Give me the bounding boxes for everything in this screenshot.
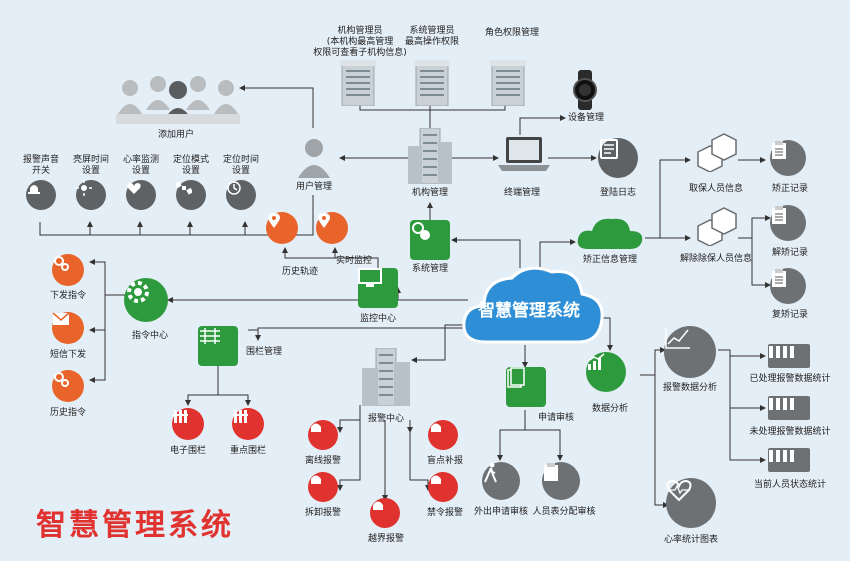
key-fence-label: 重点围栏 bbox=[229, 446, 267, 456]
release-info-label: 解除除保人员信息 bbox=[679, 254, 753, 264]
clock-icon bbox=[226, 180, 256, 210]
alarm-building-icon bbox=[362, 348, 410, 406]
cross-label: 越界报警 bbox=[367, 534, 405, 544]
line-chart-icon bbox=[664, 326, 716, 378]
login-log-label: 登陆日志 bbox=[599, 188, 637, 198]
sun-icon bbox=[76, 180, 106, 210]
stats-bars-icon bbox=[768, 396, 810, 420]
unhandled-label: 未处理报警数据统计 bbox=[749, 427, 831, 437]
heart-chart-label: 心率统计图表 bbox=[663, 535, 719, 545]
siren-icon bbox=[428, 420, 458, 450]
heart-icon bbox=[126, 180, 156, 210]
setting-alarm-label: 报警声音开关 bbox=[22, 155, 60, 176]
sys-admin-label: 系统管理员最高操作权限 bbox=[404, 26, 460, 47]
setting-location-mode-label: 定位模式设置 bbox=[172, 155, 210, 176]
stats-bars-icon bbox=[768, 344, 810, 368]
fence-icon bbox=[198, 326, 238, 366]
siren-icon bbox=[370, 498, 400, 528]
correct-record-label: 矫正记录 bbox=[771, 184, 809, 194]
realtime-label: 实时监控 bbox=[335, 256, 373, 266]
log-icon bbox=[598, 138, 638, 178]
dismantle-label: 拆卸报警 bbox=[304, 508, 342, 518]
setting-location-time-label: 定位时间设置 bbox=[222, 155, 260, 176]
clipboard-icon bbox=[770, 140, 806, 176]
green-cloud-icon bbox=[576, 215, 644, 251]
user-mgmt-label: 用户管理 bbox=[295, 182, 333, 192]
building-icon bbox=[490, 58, 526, 106]
map-pin-icon bbox=[316, 212, 348, 244]
get-info-label: 取保人员信息 bbox=[688, 184, 744, 194]
heart-icon bbox=[666, 478, 716, 528]
forbid-label: 禁令报警 bbox=[426, 508, 464, 518]
walking-icon bbox=[482, 462, 520, 500]
monitor-label: 监控中心 bbox=[359, 314, 397, 324]
map-pin-icon bbox=[266, 212, 298, 244]
alarm-center-label: 报警中心 bbox=[367, 414, 405, 424]
current-label: 当前人员状态统计 bbox=[753, 480, 827, 490]
user-group-icon bbox=[116, 74, 240, 124]
clipboard-icon bbox=[542, 462, 580, 500]
stats-bars-icon bbox=[768, 448, 810, 472]
e-fence-label: 电子围栏 bbox=[169, 446, 207, 456]
blind-label: 盲点补报 bbox=[426, 456, 464, 466]
send-cmd-label: 下发指令 bbox=[49, 291, 87, 301]
correction-label: 矫正信息管理 bbox=[582, 255, 638, 265]
setting-screen-label: 亮屏时间设置 bbox=[72, 155, 110, 176]
alarm-analysis-label: 报警数据分析 bbox=[662, 383, 718, 393]
building-icon bbox=[340, 58, 376, 106]
clipboard-icon bbox=[770, 205, 806, 241]
setting-heart-label: 心率监测设置 bbox=[122, 155, 160, 176]
watch-icon bbox=[570, 70, 600, 110]
device-label: 设备管理 bbox=[567, 113, 605, 123]
recorrect-record-label: 复矫记录 bbox=[771, 310, 809, 320]
go-out-label: 外出申请审核 bbox=[473, 507, 529, 517]
alarm-icon bbox=[26, 180, 56, 210]
document-icon bbox=[506, 367, 546, 407]
sms-label: 短信下发 bbox=[49, 350, 87, 360]
gear-icon bbox=[124, 278, 168, 322]
fence-mgmt-label: 围栏管理 bbox=[245, 347, 283, 357]
building-icon bbox=[414, 58, 450, 106]
staff-table-label: 人员表分配审核 bbox=[532, 507, 596, 517]
center-cloud bbox=[460, 262, 606, 348]
apply-label: 申请审核 bbox=[537, 413, 575, 423]
role-label: 角色权限管理 bbox=[484, 28, 540, 38]
history-cmd-label: 历史指令 bbox=[49, 408, 87, 418]
cubes-icon bbox=[694, 132, 738, 172]
release-record-label: 解矫记录 bbox=[771, 248, 809, 258]
sys-mgmt-label: 系统管理 bbox=[411, 264, 449, 274]
envelope-icon bbox=[52, 312, 84, 344]
siren-icon bbox=[428, 472, 458, 502]
cubes-icon bbox=[694, 206, 738, 246]
terminal-mgmt-label: 终端管理 bbox=[503, 188, 541, 198]
data-analysis-label: 数据分析 bbox=[591, 404, 629, 414]
offline-label: 离线报警 bbox=[304, 456, 342, 466]
handled-label: 已处理报警数据统计 bbox=[749, 374, 831, 384]
bar-chart-icon bbox=[586, 352, 626, 392]
satellite-icon bbox=[176, 180, 206, 210]
siren-icon bbox=[308, 420, 338, 450]
org-admin-label: 机构管理员(本机构最高管理权限可查看子机构信息) bbox=[313, 26, 407, 58]
fence-gate-icon bbox=[172, 408, 204, 440]
gears-icon bbox=[52, 254, 84, 286]
page-title: 智慧管理系统 bbox=[36, 508, 234, 543]
cmd-center-label: 指令中心 bbox=[131, 331, 169, 341]
person-icon bbox=[296, 138, 332, 178]
history-track-label: 历史轨迹 bbox=[281, 267, 319, 277]
fence-gate-icon bbox=[232, 408, 264, 440]
laptop-icon bbox=[498, 135, 550, 175]
org-mgmt-label: 机构管理 bbox=[411, 188, 449, 198]
clipboard-icon bbox=[770, 268, 806, 304]
settings-gear-icon bbox=[410, 220, 450, 260]
add-user-label: 添加用户 bbox=[157, 130, 195, 140]
center-title: 智慧管理系统 bbox=[478, 301, 580, 321]
monitor-icon bbox=[358, 268, 398, 308]
org-building-icon bbox=[408, 128, 452, 184]
gears-icon bbox=[52, 370, 84, 402]
siren-icon bbox=[308, 472, 338, 502]
